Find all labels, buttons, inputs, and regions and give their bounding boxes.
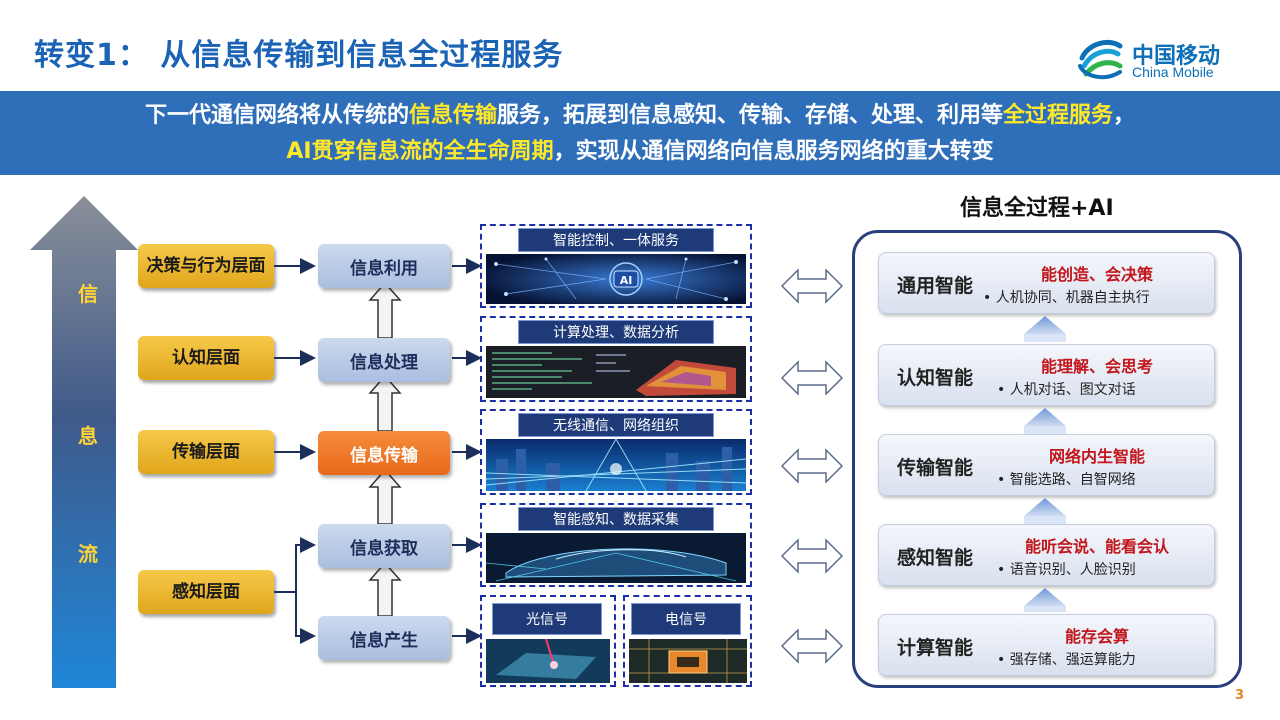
panel-optical: 光信号	[480, 595, 616, 687]
info-transmit-box: 信息传输	[318, 431, 450, 475]
card-title: 感知智能	[897, 543, 973, 570]
panel-label: 智能感知、数据采集	[518, 507, 714, 531]
card-title: 认知智能	[897, 363, 973, 390]
card-computing-intelligence: 计算智能 能存会算 • 强存储、强运算能力	[878, 614, 1215, 676]
card-title: 计算智能	[897, 633, 973, 660]
panel-label: 无线通信、网络组织	[518, 413, 714, 437]
optical-signal-image	[486, 639, 610, 683]
panel-label: 电信号	[631, 603, 741, 635]
card-detail: • 人机协同、机器自主执行	[983, 287, 1150, 307]
panel-sensing: 智能感知、数据采集	[480, 503, 752, 587]
right-section-title: 信息全过程+AI	[960, 190, 1114, 222]
panel-label: 计算处理、数据分析	[518, 320, 714, 344]
info-generate-box: 信息产生	[318, 616, 450, 660]
card-capability: 能存会算	[1007, 623, 1187, 647]
panel-control: 智能控制、一体服务 AI	[480, 224, 752, 308]
ai-network-image: AI	[486, 254, 746, 304]
card-detail: • 强存储、强运算能力	[997, 649, 1136, 669]
info-use-box: 信息利用	[318, 244, 450, 288]
sensing-car-image	[486, 533, 746, 583]
network-city-image	[486, 439, 746, 491]
ai-badge: AI	[620, 274, 633, 287]
info-process-box: 信息处理	[318, 338, 450, 382]
card-up-arrows	[1020, 314, 1070, 614]
card-capability: 能创造、会决策	[1007, 261, 1187, 285]
info-acquire-box: 信息获取	[318, 524, 450, 568]
card-title: 通用智能	[897, 271, 973, 298]
panel-electric: 电信号	[623, 595, 752, 687]
panel-compute: 计算处理、数据分析	[480, 316, 752, 402]
page-number: 3	[1235, 688, 1244, 703]
electric-chip-image	[629, 639, 747, 683]
panel-wireless: 无线通信、网络组织	[480, 409, 752, 495]
card-general-intelligence: 通用智能 能创造、会决策 • 人机协同、机器自主执行	[878, 252, 1215, 314]
panel-label: 光信号	[492, 603, 602, 635]
card-title: 传输智能	[897, 453, 973, 480]
data-analysis-image	[486, 346, 746, 398]
panel-label: 智能控制、一体服务	[518, 228, 714, 252]
